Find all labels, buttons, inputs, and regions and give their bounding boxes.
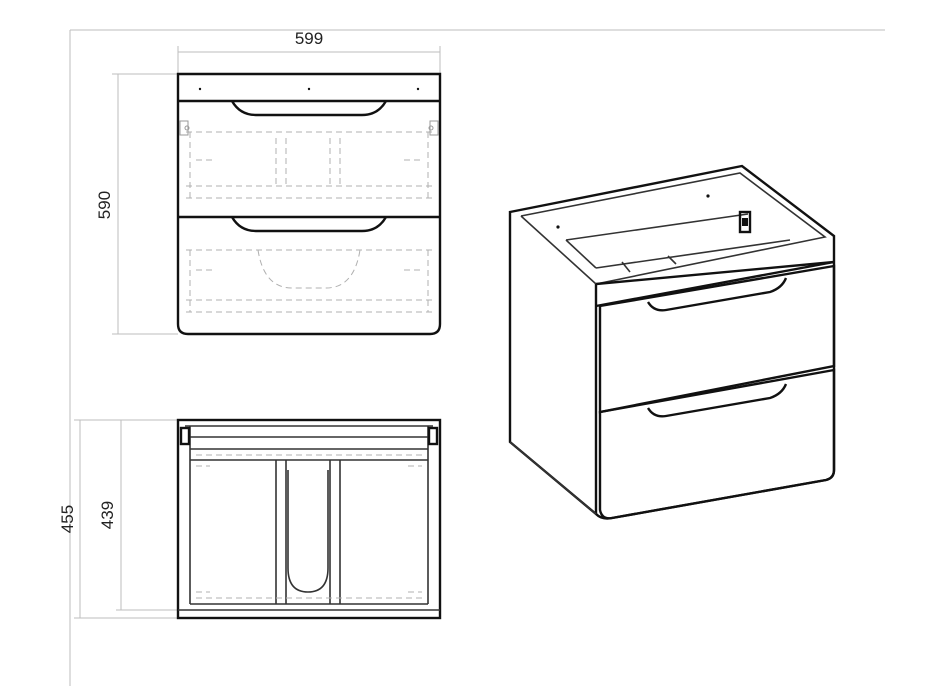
top-view — [176, 418, 442, 620]
upper-drawer-handle — [230, 100, 388, 117]
depth-dimension-inner: 439 — [98, 420, 178, 611]
height-dimension: 590 — [95, 73, 178, 335]
width-dimension: 599 — [177, 29, 441, 74]
iso-upper-handle — [646, 277, 788, 312]
depth-total-label: 455 — [58, 505, 77, 533]
isometric-view — [508, 164, 836, 520]
depth-dimension-total: 455 — [58, 419, 178, 619]
front-view — [176, 72, 442, 336]
lower-drawer-handle — [230, 216, 388, 233]
height-dimension-label: 590 — [95, 191, 114, 219]
depth-inner-label: 439 — [98, 501, 117, 529]
page-frame-lines — [69, 29, 885, 686]
siphon-cutout — [287, 470, 329, 593]
iso-lower-handle — [646, 383, 788, 418]
width-dimension-label: 599 — [295, 29, 323, 48]
